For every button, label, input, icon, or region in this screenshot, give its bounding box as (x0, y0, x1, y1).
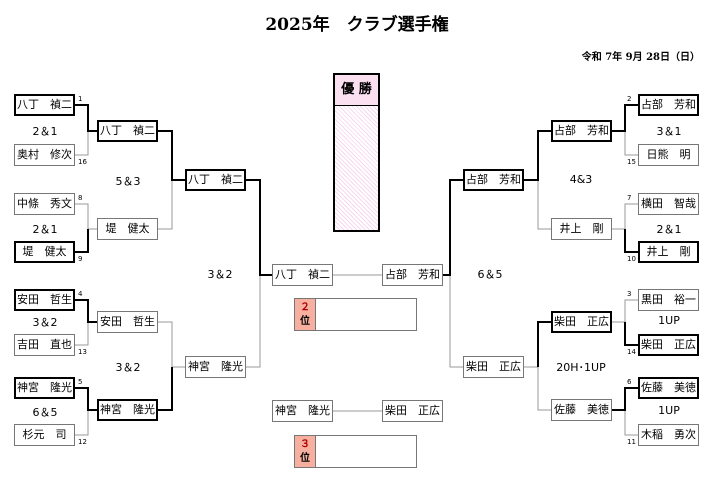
player-box[interactable]: 安田 哲生 (14, 289, 75, 311)
player-box[interactable]: 堤 健太 (97, 218, 158, 240)
player-box[interactable]: 佐藤 美徳 (551, 399, 612, 421)
finalist-box[interactable]: 占部 芳和 (382, 264, 443, 286)
seed-number: 10 (627, 255, 636, 263)
player-box[interactable]: 柴田 正広 (551, 311, 612, 333)
seed-number: 4 (78, 290, 83, 298)
player-box[interactable]: 奥村 修次 (14, 144, 75, 166)
champion-box: 優 勝 (333, 73, 380, 232)
player-box[interactable]: 八丁 禎二 (185, 169, 246, 191)
player-box[interactable]: 中條 秀文 (14, 193, 75, 215)
third-match-box[interactable]: 柴田 正広 (382, 400, 443, 422)
seed-number: 2 (627, 95, 632, 103)
player-box[interactable]: 柴田 正広 (638, 334, 699, 356)
player-box[interactable]: 神宮 隆光 (185, 356, 246, 378)
match-score: 2＆1 (656, 223, 682, 236)
seed-number: 13 (78, 348, 87, 356)
seed-number: 3 (627, 290, 632, 298)
player-box[interactable]: 佐藤 美徳 (638, 377, 699, 399)
player-box[interactable]: 占部 芳和 (551, 120, 612, 142)
player-box[interactable]: 神宮 隆光 (97, 399, 158, 421)
player-box[interactable]: 木稲 勇次 (638, 424, 699, 446)
match-score: 3＆2 (207, 268, 233, 281)
seed-number: 16 (78, 158, 87, 166)
seed-number: 9 (78, 255, 83, 263)
player-box[interactable]: 占部 芳和 (463, 169, 524, 191)
event-date: 令和 7年 9月 28日（日） (581, 52, 700, 63)
seed-number: 1 (78, 95, 83, 103)
match-score: 20H･1UP (556, 361, 606, 374)
match-score: 2＆1 (32, 223, 58, 236)
player-box[interactable]: 神宮 隆光 (14, 377, 75, 399)
match-score: 3＆2 (115, 361, 141, 374)
seed-number: 8 (78, 194, 83, 202)
player-box[interactable]: 日熊 明 (638, 144, 699, 166)
match-score: 3＆1 (656, 125, 682, 138)
player-box[interactable]: 吉田 直也 (14, 334, 75, 356)
seed-number: 7 (627, 194, 632, 202)
match-score: 6＆5 (477, 268, 503, 281)
match-score: 6＆5 (32, 406, 58, 419)
seed-number: 6 (627, 378, 632, 386)
match-score: 5＆3 (115, 175, 141, 188)
player-box[interactable]: 井上 剛 (638, 241, 699, 263)
third-match-box[interactable]: 神宮 隆光 (272, 400, 333, 422)
player-box[interactable]: 黒田 裕一 (638, 289, 699, 311)
player-box[interactable]: 八丁 禎二 (97, 120, 158, 142)
match-score: 4&3 (569, 173, 593, 186)
seed-number: 5 (78, 378, 83, 386)
seed-number: 14 (627, 348, 636, 356)
player-box[interactable]: 八丁 禎二 (14, 94, 75, 116)
seed-number: 15 (627, 158, 636, 166)
match-score: 2＆1 (32, 125, 58, 138)
match-score: 3＆2 (32, 316, 58, 329)
player-box[interactable]: 安田 哲生 (97, 311, 158, 333)
champion-label: 優 勝 (335, 75, 378, 106)
match-score: 1UP (658, 404, 680, 417)
finalist-box[interactable]: 八丁 禎二 (272, 264, 333, 286)
player-box[interactable]: 杉元 司 (14, 424, 75, 446)
seed-number: 12 (78, 438, 87, 446)
seed-number: 11 (627, 438, 636, 446)
player-box[interactable]: 柴田 正広 (463, 356, 524, 378)
match-score: 1UP (658, 314, 680, 327)
page-title: 2025年 クラブ選手権 (265, 15, 449, 35)
player-box[interactable]: 井上 剛 (551, 218, 612, 240)
player-box[interactable]: 堤 健太 (14, 241, 75, 263)
player-box[interactable]: 横田 智哉 (638, 193, 699, 215)
player-box[interactable]: 占部 芳和 (638, 94, 699, 116)
